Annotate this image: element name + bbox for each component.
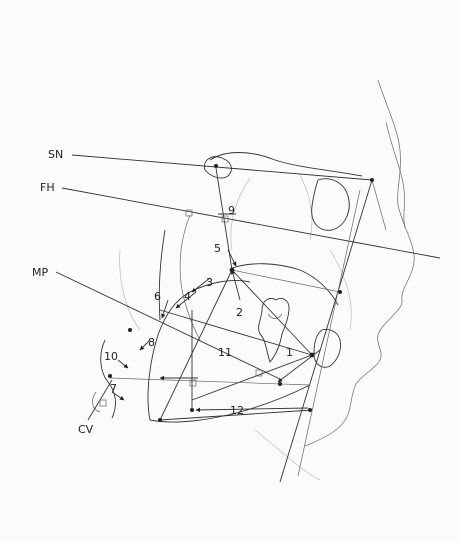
measurement-label-2: 2: [236, 306, 243, 319]
molar-tooth: [258, 298, 290, 363]
cervical-spine: [100, 339, 116, 419]
fh-label: FH: [40, 181, 55, 194]
right-angle-box-2: [185, 209, 193, 217]
right-angle-box-5: [255, 369, 263, 377]
measurement-label-9: 9: [228, 204, 235, 217]
measure-line-6: [161, 299, 169, 319]
measurement-label-7: 7: [110, 382, 117, 395]
connector-h: [231, 269, 341, 293]
soft-tissue-profile: [304, 79, 415, 447]
landmark-point-a: [309, 352, 315, 358]
landmark-menton: [308, 408, 312, 412]
sella-turcica: [204, 156, 232, 179]
incisors: [313, 329, 341, 368]
fh-plane-line: [61, 187, 441, 259]
mandible-lower-border: [149, 384, 311, 423]
connector-d: [191, 354, 313, 401]
measurement-label-11: 11: [218, 346, 232, 359]
measurement-label-6: 6: [154, 290, 161, 303]
landmark-nasion: [370, 178, 374, 182]
measure-line-10: [117, 359, 129, 369]
measure-line-3: [191, 277, 211, 293]
background-anatomy: [119, 174, 352, 481]
connector-g: [109, 377, 311, 386]
measurement-label-12: 12: [230, 404, 244, 417]
landmark-gonion: [158, 418, 162, 422]
measurement-label-10: 10: [104, 350, 118, 363]
sn-plane-line: [71, 154, 373, 181]
measure-line-2: [230, 269, 241, 301]
right-angle-box-1: [221, 215, 229, 223]
connector-c: [159, 309, 313, 356]
measurement-label-4: 4: [184, 290, 191, 303]
measurement-label-3: 3: [206, 276, 213, 289]
landmark-mandibular-2: [278, 382, 282, 386]
facial-line: [279, 179, 373, 483]
measure-line-4: [175, 291, 197, 309]
measure-line-12: [195, 407, 309, 413]
landmark-articulare: [128, 328, 132, 332]
right-angle-box-3: [189, 379, 197, 387]
measurement-label-1: 1: [286, 346, 293, 359]
connector-b: [231, 269, 313, 356]
connector-i: [159, 409, 313, 421]
nose-outline: [385, 121, 406, 229]
right-angle-box-4: [99, 399, 107, 407]
orbit: [311, 178, 350, 231]
landmark-mandibular-1: [190, 408, 194, 412]
cranial-base: [209, 152, 363, 177]
cervical-vertebra: [92, 391, 101, 413]
landmark-pns: [229, 267, 235, 273]
nasion-vertical: [371, 179, 387, 231]
mp-label: MP: [32, 266, 48, 279]
measurement-label-8: 8: [148, 336, 155, 349]
landmark-ans: [338, 290, 342, 294]
ramus-outline: [158, 229, 166, 321]
connector-f: [215, 167, 233, 271]
landmark-sella: [214, 164, 218, 168]
sn-label: SN: [48, 148, 63, 161]
measure-line-7: [111, 391, 125, 401]
mp-plane-line: [55, 271, 283, 381]
landmark-cv: [108, 374, 112, 378]
maxilla-outline: [231, 263, 339, 306]
measure-line-8: [139, 339, 151, 351]
cv-label: CV: [78, 423, 94, 436]
molar-tooth-inner: [267, 313, 283, 319]
mandible-outline: [147, 280, 251, 421]
measurement-label-5: 5: [214, 242, 221, 255]
connector-a: [159, 269, 233, 421]
facial-line-2: [297, 189, 361, 477]
airway-outline: [179, 214, 201, 341]
